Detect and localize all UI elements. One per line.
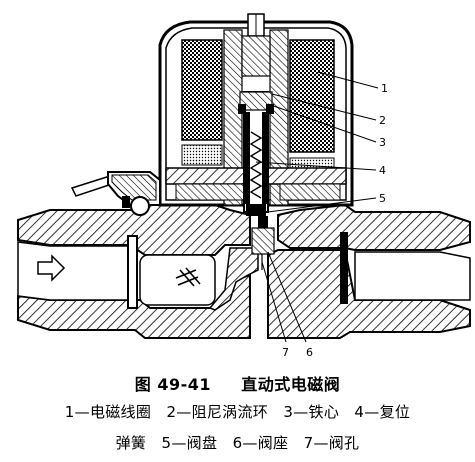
figure-legend-line-2: 弹簧 5—阀盘 6—阀座 7—阀孔 [115, 434, 360, 452]
callout-2: 2 [379, 114, 386, 127]
callout-4: 4 [379, 164, 386, 177]
damping-ring [238, 104, 274, 114]
top-screw [241, 13, 271, 77]
return-spring [249, 131, 263, 199]
valve-disc [246, 204, 266, 216]
callout-7: 7 [282, 346, 289, 359]
filter-mesh-icon [175, 267, 201, 287]
callout-3: 3 [379, 136, 386, 149]
callout-numbers: 1 2 3 4 5 6 7 [282, 82, 388, 359]
figure-title: 图 49-41 直动式电磁阀 [0, 371, 475, 395]
iron-core [239, 91, 273, 213]
callout-leaders [255, 71, 379, 343]
callout-5: 5 [379, 192, 386, 205]
callout-1: 1 [381, 82, 388, 95]
figure-number: 图 49-41 [134, 375, 212, 394]
solenoid-coil-right [289, 39, 335, 153]
figure-caption-title: 直动式电磁阀 [241, 375, 341, 394]
cable-entry [70, 171, 161, 216]
solenoid-coil-left [181, 39, 223, 141]
solenoid-valve-diagram: 1 2 3 4 5 6 7 [17, 13, 471, 359]
valve-seat [251, 216, 275, 270]
flow-direction-arrow-icon [37, 254, 66, 282]
figure-legend-line-1: 1—电磁线圈 2—阻尼涡流环 3—铁心 4—复位 [64, 403, 411, 421]
callout-6: 6 [306, 346, 313, 359]
valve-body [17, 203, 471, 339]
